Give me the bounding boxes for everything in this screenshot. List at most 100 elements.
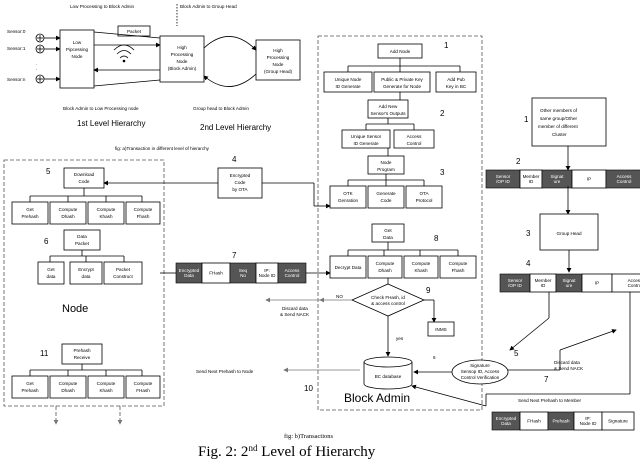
node-khash-2-box: [87, 375, 125, 399]
unique-node-id-box: [323, 71, 373, 93]
access-control-box: [393, 129, 435, 149]
packet-4: Sensor/OP IDMemberIDSignatureIPAccessCon…: [499, 273, 640, 293]
pkt7-cell-2-text: No: [240, 273, 246, 278]
svg-text:Khash: Khash: [414, 268, 427, 273]
add-pub-key-box: [435, 71, 477, 93]
svg-text:Compute: Compute: [376, 261, 395, 266]
section-a: Sensor:0 Sensor:1 . . Sensor:n Low Pipce…: [7, 4, 301, 151]
label-sensor-1: Sensor:1: [7, 46, 26, 51]
svg-text:Dhash: Dhash: [378, 268, 392, 273]
svg-text:Prehash: Prehash: [21, 388, 39, 393]
svg-text:Sensop ID, Access: Sensop ID, Access: [461, 369, 500, 374]
hp-admin-line2: Processing: [171, 52, 194, 57]
svg-text:Access: Access: [407, 134, 423, 139]
node-step-5: 5: [46, 167, 51, 176]
block-admin-node: [159, 35, 205, 83]
pkt4-cell-1-text: ID: [541, 283, 546, 288]
svg-text:Unique Node: Unique Node: [335, 77, 362, 82]
pkt2-cell-1-text: ID: [529, 179, 534, 184]
svg-text:Sensor's Outputs: Sensor's Outputs: [370, 111, 406, 116]
encrypt-data-box: [69, 261, 103, 285]
svg-text:by OTA: by OTA: [232, 187, 248, 192]
pkt7-cell-3-text: Node ID: [259, 273, 277, 278]
svg-text:Khash: Khash: [99, 388, 112, 393]
svg-text:Generate: Generate: [376, 191, 396, 196]
label-admin-to-head: Block Admin to Group Head: [180, 4, 237, 9]
svg-text:INMS: INMS: [435, 327, 446, 332]
label-head-to-admin: Group head to Block Admin: [193, 106, 249, 111]
discard-label-2: & Send NACK: [280, 312, 310, 317]
get-prehash-2-box: [11, 375, 49, 399]
svg-text:Signature: Signature: [470, 363, 490, 368]
lp-node-line1: Low: [73, 40, 82, 45]
inms-box: [427, 321, 455, 337]
pkt2-cell-1-text: Member: [523, 174, 540, 179]
svg-text:Packet: Packet: [116, 267, 131, 272]
svg-text:Compute: Compute: [97, 381, 116, 386]
admin-step-10: 10: [304, 384, 313, 393]
pktb-cell-4-text: Signature: [608, 419, 628, 424]
svg-text:Code: Code: [381, 198, 392, 203]
hp-admin-line3: Node: [177, 59, 188, 64]
data-packet-box: [63, 229, 101, 251]
discard-label-1: Discard data: [282, 306, 308, 311]
svg-text:Control: Control: [407, 141, 422, 146]
admin-compute-khash-box: [403, 255, 439, 279]
node-dhash-2-box: [49, 375, 87, 399]
svg-text:Generate for Node: Generate for Node: [383, 84, 421, 89]
pkt2-cell-2-text: ure: [554, 179, 561, 184]
node-fhash-box: [125, 201, 161, 225]
svg-text:Decrypt Data: Decrypt Data: [335, 265, 362, 270]
svg-text:Control Verification: Control Verification: [461, 375, 500, 380]
lp-node-line2: Pipcessing: [66, 47, 89, 52]
pkt4-cell-4-text: Access: [628, 278, 640, 283]
svg-text:Get: Get: [26, 207, 34, 212]
mid-step-4: 4: [232, 155, 237, 164]
pkt7-cell-3-text: IP:: [264, 268, 270, 273]
svg-text:Cluster: Cluster: [552, 132, 567, 137]
pkt4-cell-2-text: Signat: [562, 278, 576, 283]
pkt4-cell-2-text: ure: [566, 283, 573, 288]
svg-text:Other members of: Other members of: [540, 108, 578, 113]
node-flow: 5 Download Code Get Prehash Compute Dhas…: [11, 167, 161, 425]
packet-construct-box: [103, 261, 143, 285]
pkt4-cell-0-text: /OP ID: [508, 283, 522, 288]
hp-head-line4: (Group Head): [264, 69, 293, 74]
pktb-cell-2-text: Prehash: [552, 419, 570, 424]
discard-label-3: Discard data: [554, 360, 580, 365]
svg-text:.: .: [36, 66, 37, 71]
pktb-cell-0-text: Data: [501, 421, 511, 426]
pkt4-cell-4-text: Control: [628, 283, 640, 288]
bc-database: BC database: [363, 356, 413, 390]
hp-admin-line1: High: [177, 45, 187, 50]
right-step-7: 7: [544, 375, 549, 384]
pkt4-cell-1-text: Member: [535, 278, 552, 283]
hp-head-line1: High: [273, 48, 283, 53]
pktb-cell-3-text: Node ID: [580, 421, 598, 426]
node-step-11: 11: [40, 349, 49, 358]
admin-step-3: 3: [440, 168, 445, 177]
label-low-to-admin: Low Processing to Block Admin: [70, 4, 135, 9]
level-2-label: 2nd Level Hierarchy: [200, 123, 271, 132]
yes-label: yes: [396, 336, 404, 341]
sensor-id-box: [341, 129, 391, 149]
svg-text:Genration: Genration: [338, 198, 359, 203]
svg-text:Check FHash, id: Check FHash, id: [371, 295, 405, 300]
encrypted-code-box: [217, 167, 263, 199]
node-khash-box: [87, 201, 125, 225]
svg-text:ID Generate: ID Generate: [353, 141, 378, 146]
svg-text:Compute: Compute: [97, 207, 116, 212]
label-sensor-n: Sensor:n: [7, 77, 26, 82]
admin-step-9: 9: [426, 286, 431, 295]
svg-text:Prehash: Prehash: [73, 348, 91, 353]
svg-text:FHash: FHash: [136, 388, 150, 393]
pkt2-cell-0-text: /OP ID: [496, 179, 510, 184]
node-title: Node: [62, 303, 88, 315]
svg-text:data: data: [47, 274, 56, 279]
right-step-1: 1: [524, 115, 529, 124]
label-admin-to-low: Block Admin to Low Processing node: [63, 106, 139, 111]
hp-admin-line4: (Block Admin): [168, 66, 197, 71]
key-generate-box: [373, 71, 431, 93]
caption-b: fig: b)Transactions: [284, 433, 334, 440]
svg-text:OTA: OTA: [419, 191, 429, 196]
